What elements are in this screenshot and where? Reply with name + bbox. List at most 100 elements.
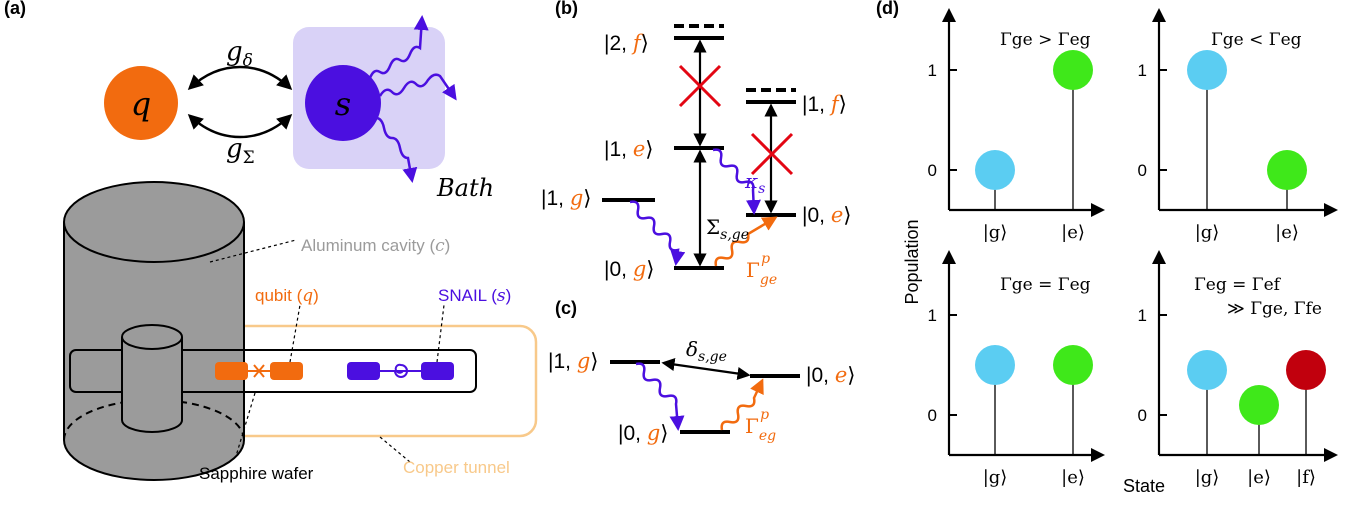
cavity-label: Aluminum cavity (c) [301, 236, 450, 256]
gamma-eg-p-label: Γegp [745, 407, 776, 444]
x-tick-label: |f⟩ [1296, 467, 1316, 488]
qubit-label: qubit (q) [255, 286, 319, 306]
panel-label-b: (b) [555, 0, 578, 18]
population-marker [975, 345, 1015, 385]
y-tick-label: 0 [928, 406, 937, 425]
state-c-1g: |1, g⟩ [548, 349, 598, 373]
population-charts: 0 1 |g⟩ |e⟩ Γge > Γeg 0 1 |g⟩ |e⟩ Γge < Γeg 0 1 |g⟩ |… [928, 8, 1338, 488]
pump-c-0g-0e [720, 378, 764, 431]
panel-b: (b) |2, f⟩ [541, 0, 851, 288]
panel-d: (d) Population State 0 1 |g⟩ |e⟩ Γge > Γeg 0 1… [876, 0, 1338, 496]
snail-node [305, 65, 381, 141]
kappa-rate-label: κs [744, 169, 765, 197]
emission-arrows [368, 15, 457, 183]
y-tick-label: 0 [1138, 161, 1147, 180]
y-tick-label: 0 [1138, 406, 1147, 425]
y-tick-label: 0 [928, 161, 937, 180]
snail-pad-left [347, 362, 380, 380]
sigma-rate-label: Σs,ge [706, 215, 749, 243]
condition-label: Γge > Γeg [1000, 30, 1091, 50]
leader-cavity [209, 239, 297, 263]
state-c-0g: |0, g⟩ [618, 421, 668, 445]
gamma-ge-p-label: Γgep [746, 251, 777, 288]
snail-symbol: s [335, 85, 351, 123]
junction-cross-icon [253, 364, 265, 378]
y-axis-label: Population [902, 219, 922, 304]
leader-sapphire [235, 392, 256, 457]
condition-label: Γeg = Γef [1194, 275, 1282, 295]
snail-spiral-icon [394, 363, 408, 378]
state-c-0e: |0, e⟩ [806, 363, 855, 387]
condition-label-line2: ≫ Γge, Γfe [1227, 299, 1322, 319]
forbidden-cross-icon [678, 64, 722, 108]
state-label-1f: |1, f⟩ [802, 92, 847, 116]
population-marker [1267, 150, 1307, 190]
y-tick-label: 1 [928, 306, 937, 325]
cavity-post [121, 337, 183, 433]
qubit-pad-left [215, 362, 248, 380]
snail-pad-right [421, 362, 454, 380]
copper-label: Copper tunnel [403, 458, 510, 477]
leader-qubit [289, 304, 301, 363]
qubit-symbol: q [131, 85, 151, 123]
delta-label: δs,ge [686, 337, 727, 365]
leader-copper [379, 436, 411, 463]
aluminum-cavity-top [63, 181, 245, 263]
x-tick-label: |e⟩ [1061, 222, 1085, 243]
x-axis-arrow-icon [1324, 203, 1338, 217]
condition-label: Γge = Γeg [1000, 275, 1091, 295]
snail-label: SNAIL (s) [438, 286, 511, 306]
y-axis-arrow-icon [1152, 8, 1166, 22]
x-axis-arrow-icon [1324, 448, 1338, 462]
decay-c-1g-0g [635, 362, 685, 431]
coupling-arrow-bottom [187, 113, 293, 139]
panel-label-c: (c) [555, 298, 577, 318]
sapphire-label: Sapphire wafer [199, 464, 314, 483]
delta-coupling-arrow [661, 357, 751, 381]
condition-label: Γge < Γeg [1211, 30, 1302, 50]
state-label-0e: |0, e⟩ [802, 203, 851, 227]
coupling-top-label: gδ [226, 37, 253, 71]
state-label-1g: |1, g⟩ [541, 186, 591, 210]
sapphire-wafer [69, 349, 477, 393]
x-tick-label: |e⟩ [1247, 467, 1271, 488]
x-tick-label: |e⟩ [1061, 467, 1085, 488]
x-tick-label: |g⟩ [1195, 467, 1220, 488]
population-marker [1053, 50, 1093, 90]
forbidden-cross-icon [750, 132, 794, 176]
state-label-2f: |2, f⟩ [604, 31, 649, 55]
y-tick-label: 1 [1138, 306, 1147, 325]
x-axis-arrow-icon [1091, 448, 1105, 462]
qubit-node [104, 66, 178, 140]
population-marker [1187, 50, 1227, 90]
population-marker [1286, 350, 1326, 390]
population-marker [1187, 350, 1227, 390]
x-axis-label: State [1123, 476, 1165, 496]
bath-label: Bath [436, 174, 494, 202]
population-marker [1053, 345, 1093, 385]
qubit-pad-right [270, 362, 303, 380]
x-tick-label: |g⟩ [983, 222, 1008, 243]
coupling-arrow-top [187, 65, 293, 91]
coupling-bottom-label: gΣ [226, 134, 255, 168]
state-label-0g: |0, g⟩ [604, 257, 654, 281]
state-label-1e: |1, e⟩ [604, 137, 653, 161]
cavity-post-top [121, 324, 183, 350]
y-tick-label: 1 [1138, 61, 1147, 80]
population-marker [975, 150, 1015, 190]
x-tick-label: |e⟩ [1275, 222, 1299, 243]
pump-0g-0e [714, 216, 778, 267]
y-axis-arrow-icon [942, 250, 956, 264]
decay-1g-0g [629, 200, 686, 266]
panel-a: (a) q s gδ gΣ Bath [4, 0, 538, 483]
panel-label-a: (a) [4, 0, 26, 18]
x-axis-arrow-icon [1091, 203, 1105, 217]
x-tick-label: |g⟩ [1195, 222, 1220, 243]
y-axis-arrow-icon [942, 8, 956, 22]
panel-c: (c) |1, g⟩ |0, e⟩ |0, g⟩ δs,ge Γegp [548, 298, 855, 445]
panel-label-d: (d) [876, 0, 899, 18]
decay-1e-0e [712, 148, 761, 215]
population-marker [1239, 385, 1279, 425]
y-tick-label: 1 [928, 61, 937, 80]
